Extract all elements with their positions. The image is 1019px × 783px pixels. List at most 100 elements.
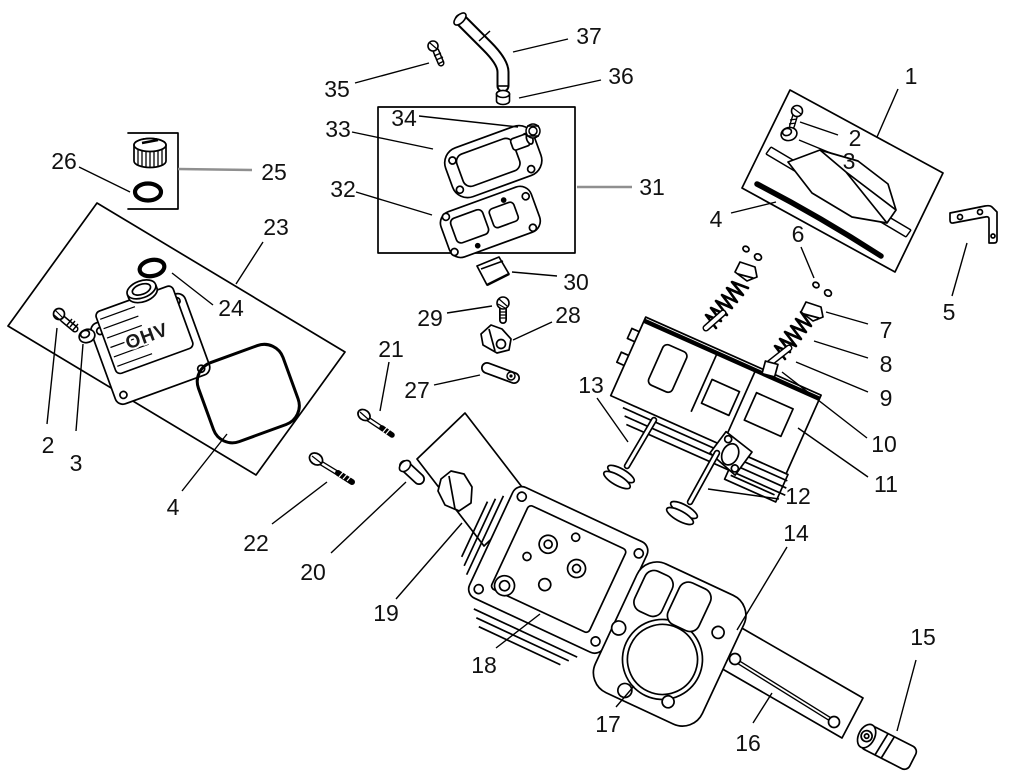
part-label-25: 25 xyxy=(261,159,287,185)
part-label-36: 36 xyxy=(608,63,634,89)
part-valve-keepers-left-6 xyxy=(742,245,763,262)
part-label-19: 19 xyxy=(373,600,399,626)
part-valve-guide-left-9 xyxy=(702,309,727,332)
part-screw-2-right xyxy=(788,104,804,129)
leader-line-3 xyxy=(75,343,84,432)
leader-line-22 xyxy=(271,481,328,525)
part-label-17: 17 xyxy=(595,711,621,737)
part-screw-29 xyxy=(496,296,510,324)
group-box-head-cover-kit-23 xyxy=(7,202,346,476)
leader-line-8 xyxy=(813,340,869,359)
leader-line-7 xyxy=(825,311,869,325)
part-cover-gasket-4-left xyxy=(195,342,301,445)
part-cover-gasket-4-right xyxy=(754,181,884,259)
leader-line-10 xyxy=(781,371,868,439)
leader-line-20 xyxy=(330,481,407,554)
part-label-31: 31 xyxy=(639,174,665,200)
part-label-30: 30 xyxy=(563,269,589,295)
part-label-18: 18 xyxy=(471,652,497,678)
leader-line-16 xyxy=(752,692,773,724)
part-label-6: 6 xyxy=(792,221,805,247)
part-label-13: 13 xyxy=(578,372,604,398)
part-label-12: 12 xyxy=(785,483,811,509)
leader-line-34 xyxy=(418,115,519,128)
leader-line-26 xyxy=(78,166,131,193)
leader-line-2 xyxy=(46,327,58,425)
part-grommet-36 xyxy=(495,89,511,106)
part-o-ring-26 xyxy=(132,181,164,203)
part-label-7: 7 xyxy=(880,317,893,343)
part-label-9: 9 xyxy=(880,385,893,411)
leader-line-4 xyxy=(730,201,777,214)
part-label-3: 3 xyxy=(843,148,856,174)
part-valve-12 xyxy=(665,449,721,526)
part-valve-keepers-right-6 xyxy=(812,281,833,298)
part-label-2: 2 xyxy=(849,125,862,151)
leader-line-15 xyxy=(896,659,917,732)
part-breather-tube-37 xyxy=(453,12,510,93)
part-label-28: 28 xyxy=(555,302,581,328)
part-label-15: 15 xyxy=(910,624,936,650)
leader-line-27 xyxy=(433,374,481,386)
leader-line-24 xyxy=(171,272,214,306)
part-head-gasket-17 xyxy=(592,561,747,727)
part-valve-spring-right-8 xyxy=(773,310,819,361)
part-label-11: 11 xyxy=(874,471,898,497)
part-o-ring-24 xyxy=(137,257,167,279)
leader-line-18 xyxy=(495,613,541,649)
part-push-rod-16 xyxy=(728,652,841,729)
part-breather-cover-33 xyxy=(443,124,543,199)
part-cylinder-head-11 xyxy=(609,316,822,503)
leader-lines xyxy=(46,38,968,732)
part-label-3: 3 xyxy=(70,450,83,476)
part-valve-guide-right-9 xyxy=(766,344,793,367)
part-label-10: 10 xyxy=(871,431,897,457)
part-label-32: 32 xyxy=(330,176,356,202)
leader-line-23 xyxy=(235,241,264,285)
group-bracket-25 xyxy=(127,132,179,210)
part-nut-34 xyxy=(525,123,541,139)
part-label-1: 1 xyxy=(905,63,918,89)
leader-line-11 xyxy=(797,427,869,478)
leader-line-30 xyxy=(511,271,558,277)
part-bushing-3-right xyxy=(780,126,798,142)
part-label-27: 27 xyxy=(404,377,430,403)
part-bolt-22 xyxy=(308,452,355,485)
leader-line-35 xyxy=(354,62,430,84)
part-plug-15 xyxy=(856,723,918,771)
part-label-26: 26 xyxy=(51,148,77,174)
part-bushing-3-left xyxy=(78,328,96,344)
part-screw-2-left xyxy=(52,307,79,333)
leader-line-6 xyxy=(800,246,815,279)
part-label-4: 4 xyxy=(710,206,723,232)
group-box-pushrod-14 xyxy=(718,626,864,739)
part-label-35: 35 xyxy=(324,76,350,102)
part-oil-fill-cap-25 xyxy=(133,137,167,169)
part-lever-27 xyxy=(481,362,520,384)
part-labels: 1234567891011121314151617181920212223242… xyxy=(42,23,956,756)
leader-line-33 xyxy=(351,131,434,150)
leader-line-9 xyxy=(795,361,869,393)
leader-line-2 xyxy=(799,121,839,136)
part-spring-retainer-right-7 xyxy=(800,301,824,322)
leader-line-37 xyxy=(512,38,569,53)
part-label-37: 37 xyxy=(576,23,602,49)
part-label-14: 14 xyxy=(783,520,809,546)
part-spring-seat-10 xyxy=(761,360,779,378)
part-valve-13 xyxy=(602,416,658,490)
leader-line-19 xyxy=(395,522,463,600)
leader-line-3 xyxy=(798,139,834,155)
part-label-24: 24 xyxy=(218,295,244,321)
part-label-4: 4 xyxy=(167,494,180,520)
part-label-5: 5 xyxy=(943,299,956,325)
part-label-22: 22 xyxy=(243,530,269,556)
part-spring-retainer-left-7 xyxy=(734,261,758,282)
leader-line-36 xyxy=(518,79,602,99)
leader-line-4 xyxy=(181,433,228,492)
part-bolt-21 xyxy=(357,408,395,438)
part-label-29: 29 xyxy=(417,305,443,331)
part-valve-train-cluster xyxy=(702,245,833,378)
part-label-34: 34 xyxy=(391,105,417,131)
